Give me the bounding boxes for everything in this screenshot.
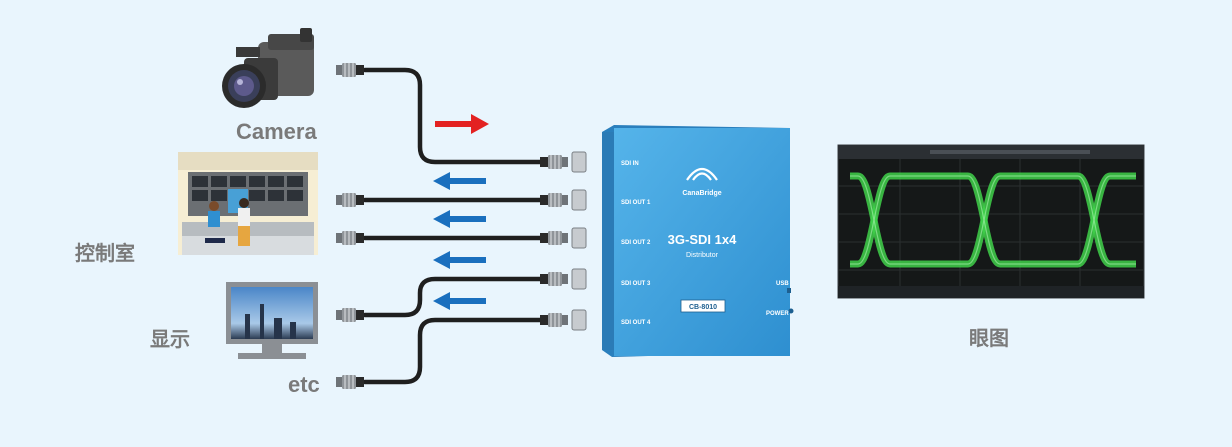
canabridge-logo-icon [686,167,718,181]
input-arrow [435,114,489,134]
label-display: 显示 [150,327,190,351]
cable-camera-to-sdi-in [362,67,543,165]
port-label-sdi-out-4: SDI OUT 4 [621,320,651,326]
device-brand: CanaBridge [682,190,721,197]
signal-arrows [433,114,489,310]
source-connectors [336,63,364,389]
cable-display [362,276,543,318]
cable-etc [362,317,543,385]
eye-diagram-chart [837,144,1145,299]
port-label-sdi-out-3: SDI OUT 3 [621,281,651,287]
port-label-sdi-in: SDI IN [621,161,639,167]
port-label-sdi-out-2: SDI OUT 2 [621,240,651,246]
distributor-device: SDI IN SDI OUT 1 SDI OUT 2 SDI OUT 3 SDI… [571,125,794,357]
model-code-badge [680,299,726,313]
device-model-title: 3G-SDI 1x4 [668,232,737,247]
cables [362,67,543,385]
label-etc: etc [288,372,320,397]
port-label-sdi-out-1: SDI OUT 1 [621,200,651,206]
output-arrows [433,172,486,310]
label-eye-diagram: 眼图 [969,326,1009,350]
device-subtitle: Distributor [686,252,719,259]
label-control-room: 控制室 [75,241,135,265]
label-camera: Camera [236,119,317,144]
control-room-illustration [178,152,318,255]
monitor-icon [226,282,318,359]
device-port-sockets [571,151,587,331]
usb-label: USB [776,281,789,287]
device-connectors [540,155,568,327]
power-label: POWER [766,311,789,317]
video-camera-icon [222,28,314,108]
device-model-code: CB-8010 [689,304,717,311]
